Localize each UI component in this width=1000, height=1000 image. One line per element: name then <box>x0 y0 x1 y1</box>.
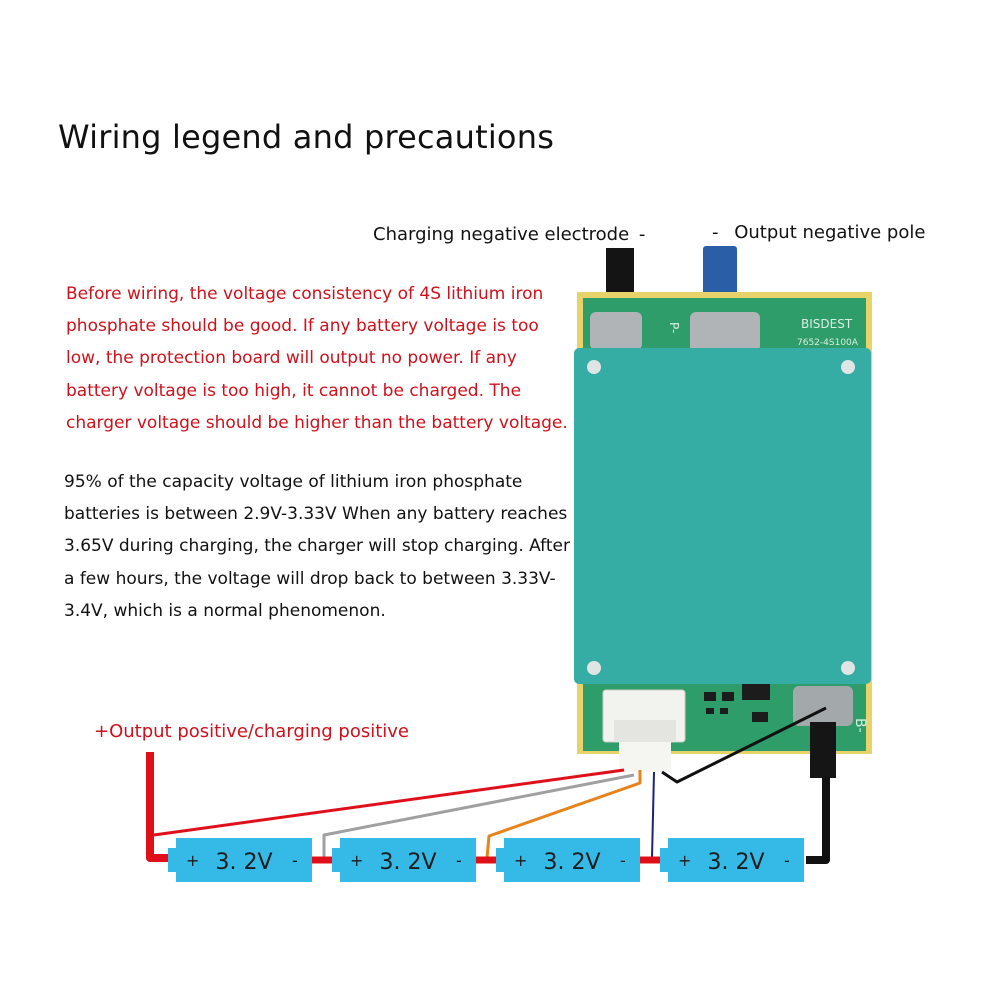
voltage-info-text: 95% of the capacity voltage of lithium i… <box>64 472 570 621</box>
battery-cell-1: + 3. 2V - <box>168 838 312 882</box>
output-negative-label: - Output negative pole <box>712 222 925 243</box>
battery-voltage: 3. 2V <box>707 850 764 875</box>
battery-voltage: 3. 2V <box>215 850 272 875</box>
output-negative-sign: - <box>712 222 719 243</box>
output-positive-label: +Output positive/charging positive <box>94 721 409 742</box>
wire-orange-balance <box>485 770 642 859</box>
board-model: 7652-4S100A <box>797 338 859 348</box>
wire-black-balance <box>661 706 827 784</box>
protection-board: BISDEST 7652-4S100A B- P- <box>574 292 872 754</box>
charging-negative-text: Charging negative electrode <box>373 224 630 245</box>
wire-navy-balance <box>651 771 655 859</box>
charging-negative-label: Charging negative electrode - <box>373 224 645 245</box>
battery-voltage: 3. 2V <box>379 850 436 875</box>
page-title: Wiring legend and precautions <box>58 118 555 156</box>
battery-minus: - <box>784 851 790 870</box>
battery-plus: + <box>678 851 691 870</box>
battery-minus: - <box>456 851 462 870</box>
wiring-warning-text: Before wiring, the voltage consistency o… <box>66 284 568 433</box>
output-negative-text: Output negative pole <box>734 222 926 243</box>
battery-plus: + <box>350 851 363 870</box>
wire-red-balance <box>153 768 625 837</box>
wire-red-main <box>146 752 170 862</box>
b-minus-cable <box>810 722 836 778</box>
battery-voltage: 3. 2V <box>543 850 600 875</box>
wires <box>146 706 830 864</box>
wire-gray-balance <box>322 773 635 858</box>
screw-icon <box>587 360 601 374</box>
battery-minus: - <box>620 851 626 870</box>
battery-plus: + <box>514 851 527 870</box>
battery-cell-2: + 3. 2V - <box>332 838 476 882</box>
screw-icon <box>841 661 855 675</box>
pad-p-minus-label: P- <box>667 322 681 333</box>
screw-icon <box>841 360 855 374</box>
charging-negative-sign: - <box>638 224 646 245</box>
battery-cell-4: + 3. 2V - <box>660 838 804 882</box>
screw-icon <box>587 661 601 675</box>
wire-black-main <box>806 778 830 864</box>
board-brand: BISDEST <box>801 317 853 331</box>
battery-plus: + <box>186 851 199 870</box>
pad-b-minus-label: B- <box>852 718 868 733</box>
battery-minus: - <box>292 851 298 870</box>
battery-cell-3: + 3. 2V - <box>496 838 640 882</box>
